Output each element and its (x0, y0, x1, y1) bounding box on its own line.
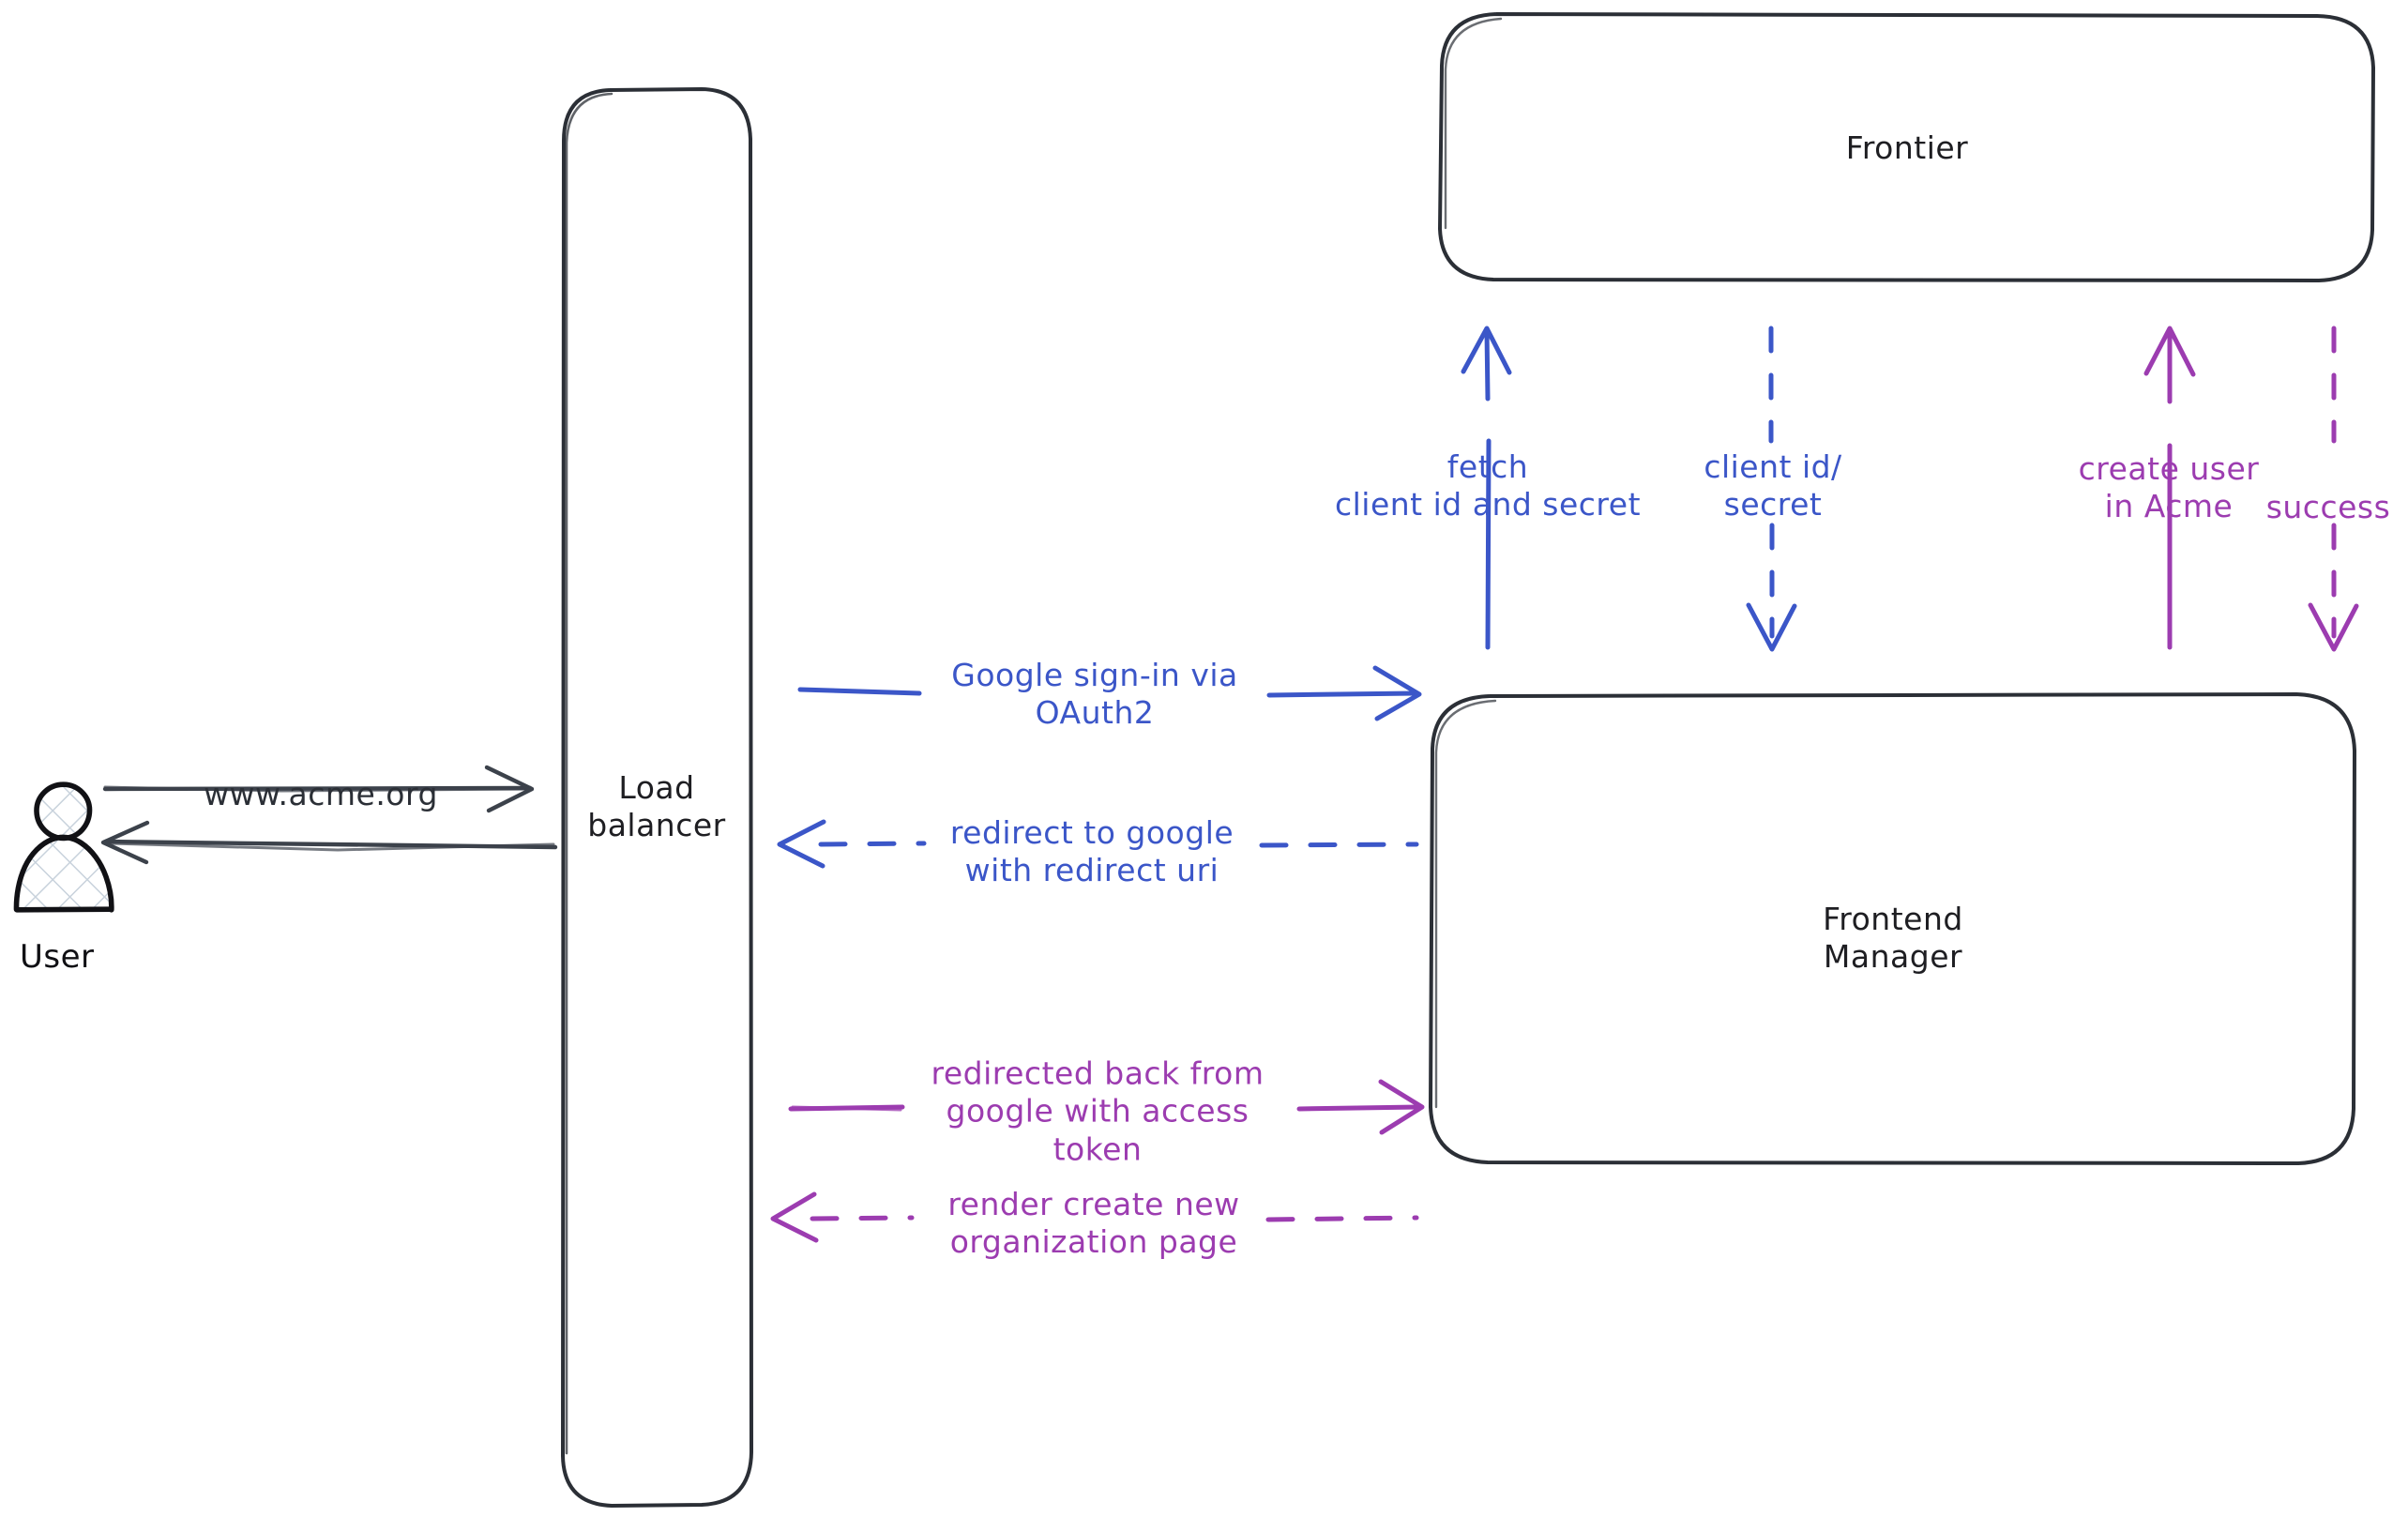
node-load-balancer[interactable] (561, 87, 753, 1508)
edge-lb-to-fm-signin (797, 665, 1422, 721)
node-frontier[interactable] (1438, 12, 2375, 282)
user-person-icon (13, 781, 114, 913)
edge-fm-to-frontier-fetch (1461, 326, 1512, 650)
edge-user-to-lb (102, 765, 535, 813)
edge-frontier-to-fm-success (2308, 326, 2359, 652)
edge-frontier-to-fm-creds (1746, 326, 1797, 652)
edge-lb-to-user (100, 820, 558, 865)
node-frontend-manager[interactable] (1429, 692, 2356, 1165)
edge-fm-to-lb-redirect (777, 819, 1419, 869)
edge-fm-to-frontier-createuser (2143, 326, 2196, 650)
edge-lb-to-fm-token (788, 1079, 1425, 1135)
edge-fm-to-lb-render (770, 1191, 1419, 1243)
